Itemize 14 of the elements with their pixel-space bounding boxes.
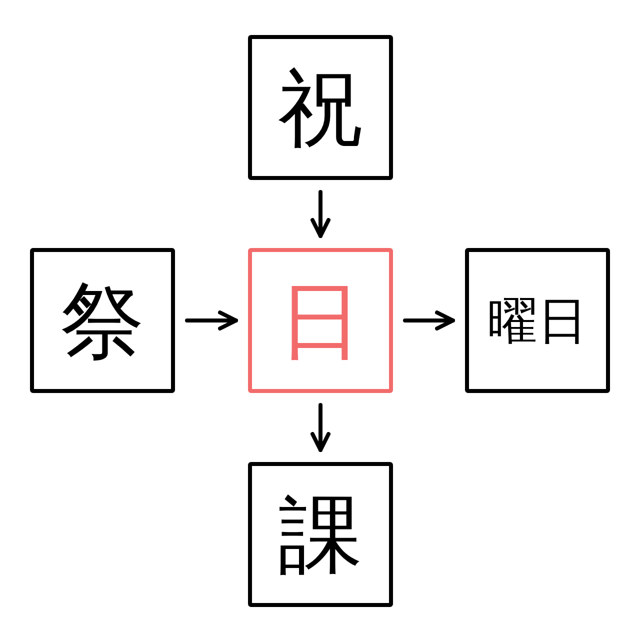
arrow xyxy=(403,310,455,330)
arrow xyxy=(185,310,238,330)
arrow xyxy=(310,190,330,238)
arrow xyxy=(310,403,330,452)
kanji-text: 課 xyxy=(278,492,362,576)
character-box xyxy=(30,248,175,393)
character-box xyxy=(248,35,393,180)
kanji-text: 曜日 xyxy=(488,296,588,346)
character-box xyxy=(248,248,393,393)
character-box xyxy=(248,462,393,607)
character-box xyxy=(465,248,610,393)
kanji-text: 日 xyxy=(278,278,362,362)
kanji-text: 祭 xyxy=(60,278,144,362)
kanji-text: 祝 xyxy=(278,66,362,150)
